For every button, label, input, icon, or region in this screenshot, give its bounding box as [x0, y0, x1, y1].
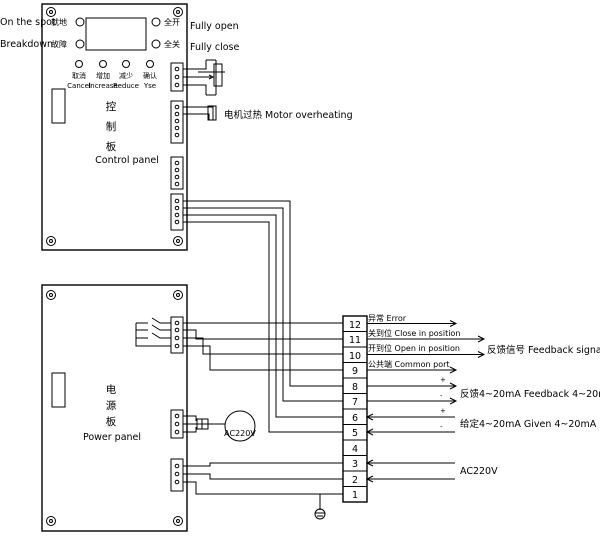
wiring [183, 200, 343, 520]
terminal-12: 12 [349, 320, 361, 331]
motor-ac-label: AC220V [224, 429, 256, 438]
control-panel-border [41, 3, 188, 251]
control-panel-title-cn-3: 板 [106, 140, 117, 153]
signal-common-port: 公共端 Common port [368, 359, 450, 369]
power-panel-title-en: Power panel [83, 432, 141, 443]
terminal-9: 9 [352, 366, 358, 377]
led-on-the-spot [75, 17, 85, 27]
terminal-11: 11 [349, 335, 361, 346]
label-fully-close-en: Fully close [190, 42, 240, 53]
screw-icon [46, 236, 56, 246]
power-panel-title-cn-3: 板 [106, 415, 117, 428]
control-panel: 就地 故障 On the spot Breakdown 全开 全关 Fully … [0, 3, 353, 251]
terminal-6: 6 [352, 413, 358, 424]
power-panel-border [41, 284, 188, 532]
button-increase-en: Increase [88, 82, 118, 90]
terminal-8: 8 [352, 382, 358, 393]
button-reduce-cn: 减少 [119, 71, 133, 80]
signal-close-in-position: 关到位 Close in position [368, 328, 460, 338]
screw-icon [46, 516, 56, 526]
motor-overheating-label: 电机过热 Motor overheating [224, 109, 353, 121]
screw-icon [173, 516, 183, 526]
control-panel-title-en: Control panel [95, 155, 159, 166]
label-on-the-spot-en: On the spot [0, 17, 56, 28]
motor-connector [170, 409, 213, 439]
button-yes-en: Yse [143, 82, 156, 90]
label-fully-open-en: Fully open [190, 21, 239, 32]
screw-icon [46, 7, 56, 17]
motor-icon: AC220V [224, 410, 256, 442]
ac-input-label: AC220V [460, 466, 498, 477]
given-minus: - [440, 423, 443, 431]
button-reduce[interactable]: 减少 Reduce [113, 60, 139, 91]
screw-icon [173, 236, 183, 246]
terminal-10: 10 [349, 351, 361, 362]
screw-icon [173, 7, 183, 17]
power-panel: 电 源 板 Power panel AC220V [41, 284, 256, 532]
output-signals: 异常 Error 关到位 Close in position 开到位 Open … [365, 314, 600, 483]
terminal-3: 3 [352, 459, 358, 470]
button-cancel-en: Cancel [67, 82, 91, 90]
analog-signal-connector [170, 193, 184, 231]
power-input-connector [170, 458, 184, 492]
label-breakdown-cn: 故障 [51, 39, 67, 49]
button-reduce-en: Reduce [113, 82, 139, 90]
relay-switch-icon [135, 317, 171, 347]
signal-error: 异常 Error [368, 314, 407, 323]
control-panel-slot [51, 88, 66, 124]
button-cancel[interactable]: 取消 Cancel [67, 60, 91, 91]
screw-icon [46, 290, 56, 300]
ground-icon [314, 508, 326, 520]
button-yes[interactable]: 确认 Yse [143, 60, 157, 91]
terminal-block: 12 11 10 9 8 7 6 5 4 3 2 1 [342, 315, 368, 503]
button-cancel-cn: 取消 [72, 71, 86, 80]
terminal-7: 7 [352, 397, 358, 408]
led-fully-close [151, 39, 161, 49]
terminal-4: 4 [352, 444, 358, 455]
control-panel-title-cn-1: 控 [106, 100, 117, 113]
control-panel-title-cn-2: 制 [106, 120, 117, 133]
led-breakdown [75, 39, 85, 49]
feedback-ma-label: 反馈4~20mA Feedback 4~20mA [460, 388, 600, 400]
power-panel-title-cn-1: 电 [106, 383, 117, 396]
label-fully-close-cn: 全关 [164, 39, 180, 49]
given-ma-label: 给定4~20mA Given 4~20mA [460, 418, 597, 430]
feedback-signal-label: 反馈信号 Feedback signal [487, 344, 600, 356]
feedback-minus: - [440, 392, 443, 400]
screw-icon [173, 290, 183, 300]
button-yes-cn: 确认 [143, 71, 157, 80]
terminal-1: 1 [352, 490, 358, 501]
signal-open-in-position: 开到位 Open in position [368, 343, 460, 353]
display-screen [85, 17, 147, 51]
label-breakdown-en: Breakdown [0, 39, 53, 50]
potentiometer-icon [183, 59, 225, 96]
label-on-the-spot-cn: 就地 [51, 17, 67, 27]
power-panel-slot [51, 372, 66, 408]
led-fully-open [151, 17, 161, 27]
motor-overheat-connector [170, 100, 217, 144]
label-fully-open-cn: 全开 [164, 17, 180, 27]
given-plus: + [440, 407, 446, 415]
power-panel-title-cn-2: 源 [106, 399, 117, 412]
connector-3 [170, 156, 184, 190]
feedback-plus: + [440, 376, 446, 384]
potentiometer-connector [170, 62, 184, 92]
terminal-5: 5 [352, 428, 358, 439]
button-increase[interactable]: 增加 Increase [88, 60, 118, 91]
terminal-2: 2 [352, 475, 358, 486]
button-increase-cn: 增加 [96, 71, 110, 80]
relay-output-connector [170, 316, 184, 354]
